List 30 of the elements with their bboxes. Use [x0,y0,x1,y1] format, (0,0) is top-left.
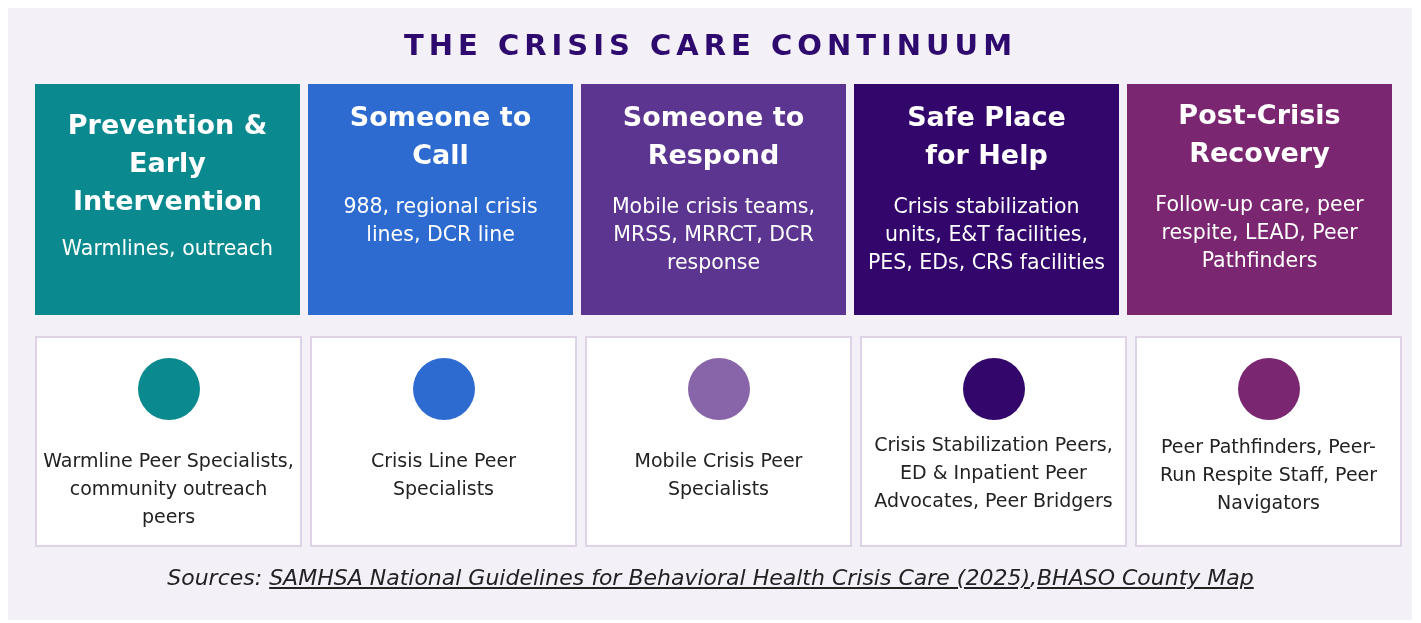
category-box [581,84,846,315]
separator: , [1030,565,1037,590]
role-card [310,336,577,547]
source-link: BHASO County Map [1037,565,1254,590]
role-description: Mobile Crisis Peer Specialists [633,448,804,501]
role-description: Crisis Line Peer Specialists [369,448,518,501]
role-description: Crisis Stabilization Peers, ED & Inpatient Peer Advocates, Peer Bridgers [873,432,1114,513]
category-box [35,84,300,315]
category-heading: Post-Crisis Recovery [1177,98,1342,170]
category-description: Mobile crisis teams, MRSS, MRRCT, DCR response [610,193,817,276]
category-heading: Prevention & Early Intervention [66,108,269,218]
category-description: Follow-up care, peer respite, LEAD, Peer Pathfinders [1154,191,1365,274]
category-description: Warmlines, outreach [61,235,274,262]
category-heading: Someone to Respond [621,100,806,172]
category-heading: Safe Place for Help [906,100,1067,172]
role-description: Warmline Peer Specialists, community outreach peers [42,448,295,529]
category-description: 988, regional crisis lines, DCR line [342,193,539,248]
category-box [1127,84,1392,315]
role-card [35,336,302,547]
category-description: Crisis stabilization units, E&T facilities, PES, EDs, CRS facilities [866,193,1107,276]
sources-label: Sources: [167,565,264,590]
role-card [585,336,852,547]
category-heading: Someone to Call [348,100,533,172]
title: THE CRISIS CARE CONTINUUM [403,28,1018,62]
role-description: Peer Pathfinders, Peer-Run Respite Staff, Peer Navigators [1158,434,1379,515]
category-box [308,84,573,315]
role-card [1135,336,1402,547]
source-link: SAMHSA National Guidelines for Behavioral Health Crisis Care (2025) [269,565,1030,590]
role-card [860,336,1127,547]
category-box [854,84,1119,315]
